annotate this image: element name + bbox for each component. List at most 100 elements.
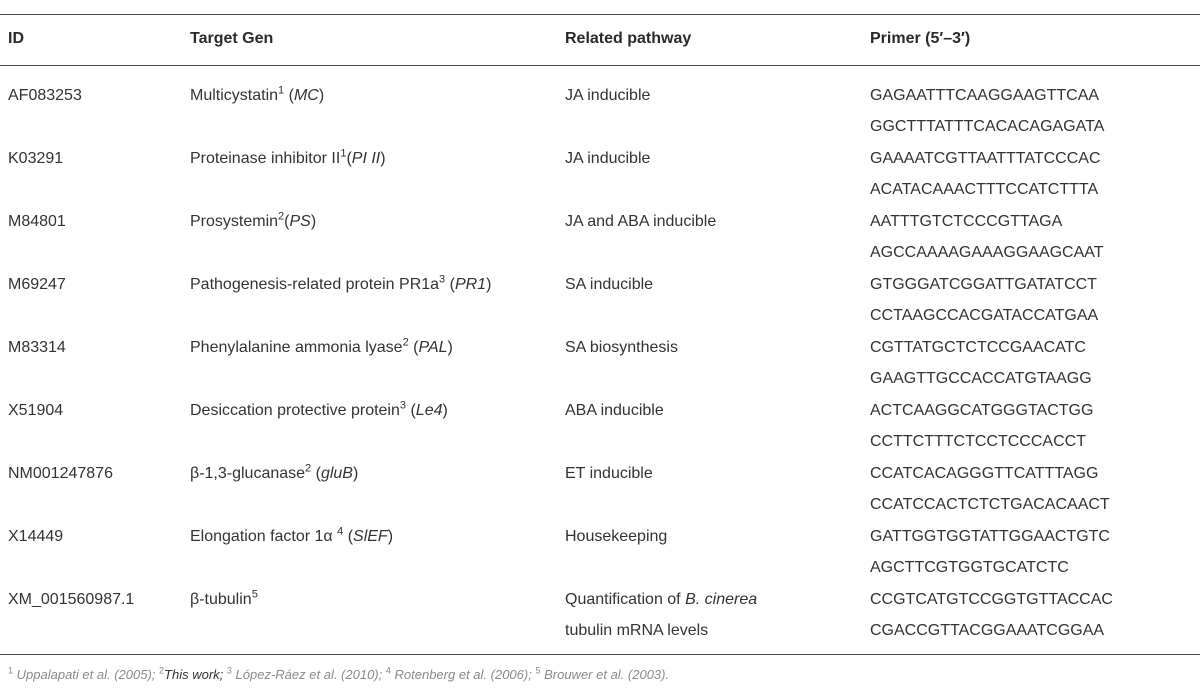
primer-forward: GTGGGATCGGATTGATATCCT bbox=[870, 276, 1097, 293]
primer-forward: ACTCAAGGCATGGGTACTGG bbox=[870, 402, 1094, 419]
gene-name: Proteinase inhibitor II bbox=[190, 150, 341, 167]
footnote-num: 5 bbox=[535, 665, 541, 676]
gene-paren-open: ( bbox=[284, 213, 290, 230]
footnote-num: 4 bbox=[385, 665, 391, 676]
gene-name: Prosystemin bbox=[190, 213, 279, 230]
gene-paren-close: ) bbox=[318, 87, 325, 104]
pathway-organism: B. cinerea bbox=[685, 591, 758, 608]
table-row: M84801 Prosystemin2(PS) JA and ABA induc… bbox=[0, 202, 1200, 265]
cell-target-gene: Pathogenesis-related protein PR1a3 (PR1) bbox=[190, 269, 491, 300]
gene-paren-close: ) bbox=[447, 339, 453, 356]
primer-reverse: CCATCCACTCTCTGACACAACT bbox=[870, 496, 1110, 513]
cell-target-gene: Phenylalanine ammonia lyase2 (PAL) bbox=[190, 332, 453, 363]
cell-pathway: ET inducible bbox=[565, 465, 653, 482]
gene-paren-close: ) bbox=[310, 213, 317, 230]
table-header: ID Target Gen Related pathway Primer (5′… bbox=[0, 26, 1200, 54]
primer-reverse: CGACCGTTACGGAAATCGGAA bbox=[870, 622, 1105, 639]
table-row: XM_001560987.1 β-tubulin5 Quantification… bbox=[0, 580, 1200, 644]
primer-forward: AATTTGTCTCCCGTTAGA bbox=[870, 213, 1063, 230]
cell-target-gene: Proteinase inhibitor II1(PI II) bbox=[190, 143, 386, 174]
cell-pathway: JA inducible bbox=[565, 87, 651, 104]
table-header-rule bbox=[0, 65, 1200, 66]
cell-pathway: SA biosynthesis bbox=[565, 339, 678, 356]
cell-primers: GATTGGTGGTATTGGAACTGTC AGCTTCGTGGTGCATCTC bbox=[870, 521, 1110, 583]
cell-id: M84801 bbox=[8, 213, 66, 230]
primer-forward: CCATCACAGGGTTCATTTAGG bbox=[870, 465, 1099, 482]
gene-name: β-tubulin bbox=[190, 591, 252, 608]
table-row: M69247 Pathogenesis-related protein PR1a… bbox=[0, 265, 1200, 328]
gene-paren-close: ) bbox=[387, 528, 394, 545]
cell-target-gene: Prosystemin2(PS) bbox=[190, 206, 316, 237]
table-bottom-rule bbox=[0, 654, 1200, 655]
gene-abbr: gluB bbox=[320, 465, 353, 482]
footnote-num: 1 bbox=[8, 665, 14, 676]
gene-name: Pathogenesis-related protein PR1a bbox=[190, 276, 440, 293]
gene-abbr: PR1 bbox=[454, 276, 487, 293]
footnote-ref: This work; bbox=[164, 667, 224, 682]
gene-ref-sup: 4 bbox=[337, 525, 344, 538]
table-row: K03291 Proteinase inhibitor II1(PI II) J… bbox=[0, 139, 1200, 202]
pathway-line-1: Quantification of B. cinerea bbox=[565, 584, 757, 615]
pathway-text: Quantification of bbox=[565, 591, 686, 608]
primer-reverse: AGCTTCGTGGTGCATCTC bbox=[870, 559, 1069, 576]
pathway-line-2: tubulin mRNA levels bbox=[565, 622, 709, 639]
cell-pathway: Housekeeping bbox=[565, 528, 668, 545]
cell-primers: CGTTATGCTCTCCGAACATC GAAGTTGCCACCATGTAAGG bbox=[870, 332, 1092, 394]
gene-paren-open: ( bbox=[284, 87, 294, 104]
cell-target-gene: Elongation factor 1α 4 (SlEF) bbox=[190, 521, 393, 552]
gene-ref-sup: 2 bbox=[305, 462, 312, 475]
gene-ref-sup: 2 bbox=[278, 210, 285, 223]
gene-paren-open: ( bbox=[406, 402, 416, 419]
footnote-num: 2 bbox=[159, 665, 165, 676]
cell-target-gene: β-1,3-glucanase2 (gluB) bbox=[190, 458, 358, 489]
gene-paren-open: ( bbox=[343, 528, 354, 545]
cell-id: K03291 bbox=[8, 150, 64, 167]
header-primer: Primer (5′–3′) bbox=[870, 30, 971, 47]
header-id: ID bbox=[8, 30, 24, 47]
gene-abbr: MC bbox=[293, 87, 319, 104]
gene-ref-sup: 5 bbox=[251, 588, 258, 601]
gene-abbr: Le4 bbox=[415, 402, 443, 419]
gene-abbr: SlEF bbox=[353, 528, 388, 545]
primer-forward: CGTTATGCTCTCCGAACATC bbox=[870, 339, 1086, 356]
cell-id: M83314 bbox=[8, 339, 66, 356]
gene-ref-sup: 2 bbox=[402, 336, 409, 349]
cell-target-gene: β-tubulin5 bbox=[190, 584, 258, 615]
gene-name: Phenylalanine ammonia lyase bbox=[190, 339, 403, 356]
primer-reverse: CCTTCTTTCTCCTCCCACCT bbox=[870, 433, 1086, 450]
gene-paren-close: ) bbox=[442, 402, 448, 419]
cell-id: AF083253 bbox=[8, 87, 82, 104]
cell-id: XM_001560987.1 bbox=[8, 591, 135, 608]
cell-id: X14449 bbox=[8, 528, 64, 545]
gene-paren-open: ( bbox=[408, 339, 419, 356]
cell-pathway: SA inducible bbox=[565, 276, 654, 293]
cell-id: NM001247876 bbox=[8, 465, 113, 482]
table-row: NM001247876 β-1,3-glucanase2 (gluB) ET i… bbox=[0, 454, 1200, 517]
gene-name: Desiccation protective protein bbox=[190, 402, 400, 419]
gene-paren-close: ) bbox=[486, 276, 492, 293]
table-row: M83314 Phenylalanine ammonia lyase2 (PAL… bbox=[0, 328, 1200, 391]
table-footnotes: 1 Uppalapati et al. (2005); 2This work; … bbox=[8, 665, 670, 682]
primer-reverse: ACATACAAACTTTCCATCTTTA bbox=[870, 181, 1099, 198]
gene-paren-open: ( bbox=[311, 465, 321, 482]
gene-paren-open: ( bbox=[346, 150, 352, 167]
cell-pathway: ABA inducible bbox=[565, 402, 664, 419]
primer-forward: GATTGGTGGTATTGGAACTGTC bbox=[870, 528, 1110, 545]
cell-target-gene: Desiccation protective protein3 (Le4) bbox=[190, 395, 448, 426]
table-row: X14449 Elongation factor 1α 4 (SlEF) Hou… bbox=[0, 517, 1200, 580]
gene-ref-sup: 1 bbox=[340, 147, 347, 160]
cell-primers: CCATCACAGGGTTCATTTAGG CCATCCACTCTCTGACACA… bbox=[870, 458, 1110, 520]
primer-forward: GAAAATCGTTAATTTATCCCAC bbox=[870, 150, 1101, 167]
gene-ref-sup: 3 bbox=[439, 273, 446, 286]
footnote-ref: Brouwer et al. (2003). bbox=[544, 667, 670, 682]
header-target-gene: Target Gen bbox=[190, 30, 274, 47]
header-related-pathway: Related pathway bbox=[565, 30, 692, 47]
gene-paren-close: ) bbox=[380, 150, 386, 167]
cell-primers: ACTCAAGGCATGGGTACTGG CCTTCTTTCTCCTCCCACCT bbox=[870, 395, 1093, 457]
primer-reverse: GAAGTTGCCACCATGTAAGG bbox=[870, 370, 1092, 387]
gene-abbr: PS bbox=[289, 213, 311, 230]
